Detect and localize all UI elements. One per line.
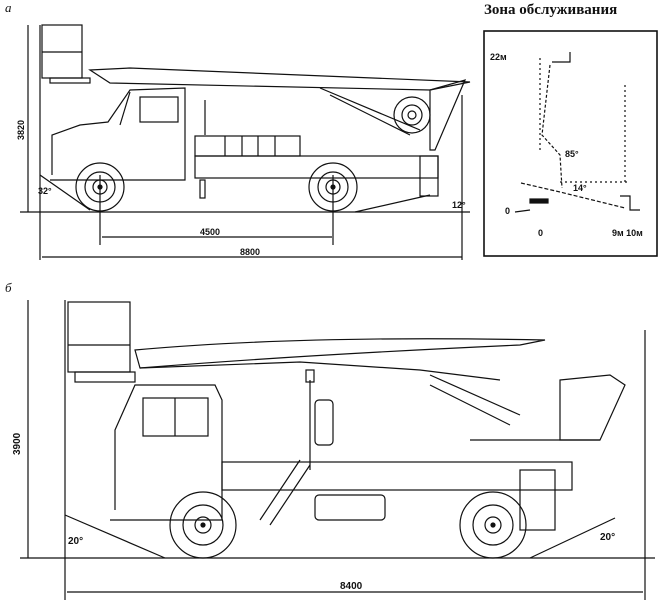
- truck-b-drawing: [20, 300, 655, 600]
- figure-a-label: а: [5, 0, 12, 15]
- rear-angle-a: 12°: [452, 200, 466, 210]
- service-zone-title: Зона обслуживания: [484, 2, 618, 18]
- angle-upper-label: 85°: [565, 149, 579, 159]
- rear-angle-b: 20°: [600, 532, 616, 543]
- front-angle-b: 20°: [68, 536, 84, 547]
- height-label: 22м: [490, 52, 507, 62]
- length-dimension-a: 8800: [240, 247, 261, 257]
- x-zero-label: 0: [538, 228, 544, 238]
- truck-a-drawing: [20, 24, 471, 260]
- reach-label: 9м 10м: [612, 228, 643, 238]
- height-dimension-a: 3820: [16, 119, 26, 140]
- height-dimension-b: 3900: [12, 432, 23, 455]
- angle-lower-label: 14°: [573, 183, 587, 193]
- figure-b-label: б: [5, 280, 12, 295]
- wheelbase-dimension-a: 4500: [200, 227, 221, 237]
- length-dimension-b: 8400: [340, 581, 363, 592]
- front-angle-a: 32°: [38, 186, 52, 196]
- service-zone-diagram: [483, 30, 658, 257]
- y-zero-label: 0: [505, 206, 511, 216]
